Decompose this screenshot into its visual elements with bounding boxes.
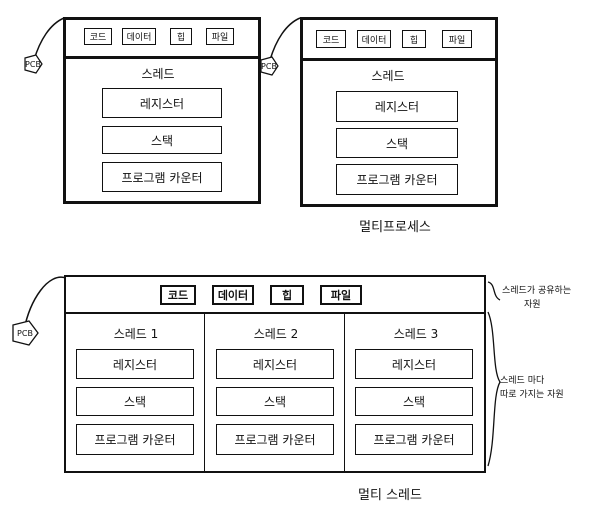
process-1-data: 데이터 — [122, 28, 156, 45]
shared-data: 데이터 — [212, 285, 254, 305]
shared-note-line-1: 스레드가 공유하는 — [502, 286, 572, 296]
process-1-program-counter: 프로그램 카운터 — [102, 162, 222, 192]
shared-resources-note: 스레드가 공유하는 자원 — [502, 284, 571, 312]
thread-2-stack: 스택 — [216, 387, 334, 416]
process-1-file: 파일 — [206, 28, 234, 45]
shared-code: 코드 — [160, 285, 196, 305]
thread-1-program-counter: 프로그램 카운터 — [76, 424, 194, 455]
thread-3-program-counter: 프로그램 카운터 — [355, 424, 473, 455]
process-2-pcb-label: PCB — [261, 61, 277, 71]
multithread-pcb-tag: PCB — [10, 320, 40, 346]
process-2-stack: 스택 — [336, 128, 458, 158]
thread-3-stack: 스택 — [355, 387, 473, 416]
process-1-pcb-tag: PCB — [22, 54, 44, 74]
process-2-registers: 레지스터 — [336, 91, 458, 122]
pcb-tag-shape — [24, 54, 43, 74]
shared-heap: 힙 — [270, 285, 304, 305]
per-thread-note-line-1: 스레드 마다 — [500, 376, 545, 386]
process-1-registers: 레지스터 — [102, 88, 222, 118]
shared-note-line-2: 자원 — [524, 300, 541, 310]
process-1-stack: 스택 — [102, 126, 222, 154]
process-1-divider — [63, 56, 261, 59]
per-thread-resources-note: 스레드 마다 따로 가지는 자원 — [500, 374, 564, 402]
process-1-pcb-label: PCB — [25, 59, 41, 69]
per-thread-note-line-2: 따로 가지는 자원 — [500, 390, 564, 400]
thread-separator-1 — [204, 313, 205, 473]
thread-1-label: 스레드 1 — [113, 326, 159, 341]
multiprocess-caption: 멀티프로세스 — [359, 219, 431, 235]
process-2-thread-label: 스레드 — [371, 68, 405, 83]
thread-1-stack: 스택 — [76, 387, 194, 416]
thread-2-registers: 레지스터 — [216, 349, 334, 379]
process-2-program-counter: 프로그램 카운터 — [336, 164, 458, 195]
process-2-file: 파일 — [442, 30, 472, 48]
multithread-caption: 멀티 스레드 — [358, 487, 422, 503]
process-2-code: 코드 — [316, 30, 346, 48]
process-1-thread-label: 스레드 — [141, 66, 175, 81]
thread-2-program-counter: 프로그램 카운터 — [216, 424, 334, 455]
process-2-data: 데이터 — [357, 30, 391, 48]
process-1-code: 코드 — [84, 28, 112, 45]
pcb-tag-shape — [12, 320, 39, 346]
process-2-divider — [300, 58, 498, 61]
shared-file: 파일 — [320, 285, 362, 305]
process-1-heap: 힙 — [170, 28, 192, 45]
thread-3-label: 스레드 3 — [393, 326, 439, 341]
thread-2-label: 스레드 2 — [253, 326, 299, 341]
pcb-tag-shape — [260, 56, 279, 76]
multithread-pcb-label: PCB — [17, 328, 33, 338]
thread-1-registers: 레지스터 — [76, 349, 194, 379]
multithread-divider — [64, 312, 486, 314]
thread-3-registers: 레지스터 — [355, 349, 473, 379]
process-2-pcb-tag: PCB — [258, 56, 280, 76]
thread-separator-2 — [344, 313, 345, 473]
process-2-heap: 힙 — [402, 30, 426, 48]
